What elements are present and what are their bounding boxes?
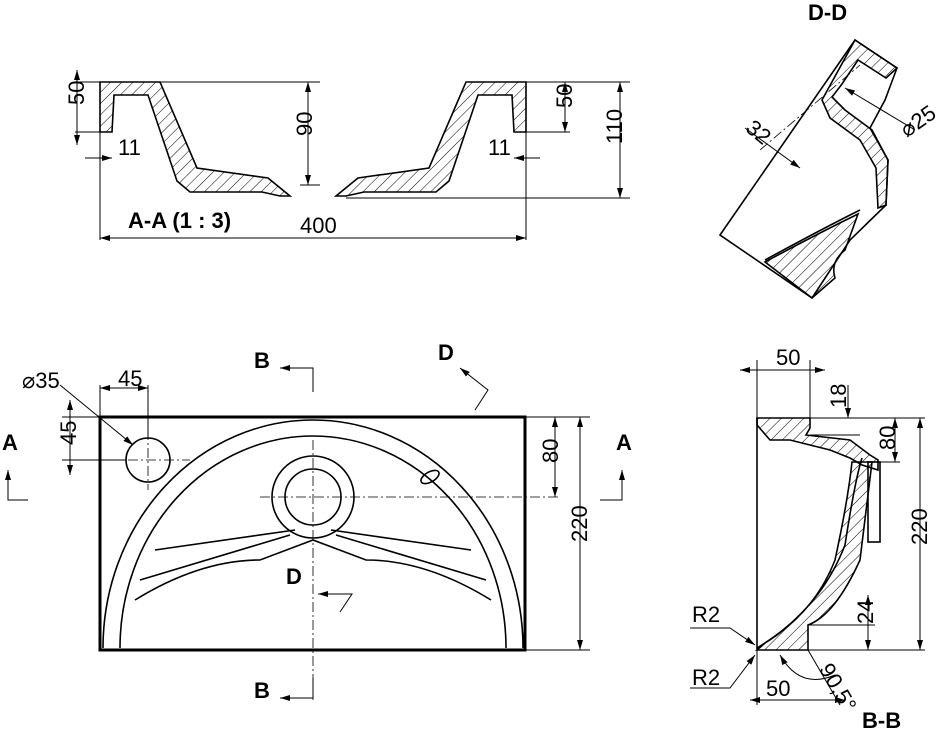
radius-r2-top: R2 bbox=[692, 602, 720, 627]
dim-220: 220 bbox=[567, 505, 592, 542]
section-d-label-mid: D bbox=[286, 564, 302, 589]
dim-diameter-25: ⌀25 bbox=[895, 100, 940, 142]
section-b-label-top: B bbox=[254, 348, 270, 373]
dim-220: 220 bbox=[907, 508, 932, 545]
basin-outline bbox=[98, 415, 527, 652]
section-a-label-left: A bbox=[2, 430, 18, 455]
section-a-label-right: A bbox=[616, 430, 632, 455]
radius-r2-bottom: R2 bbox=[692, 665, 720, 690]
dim-80: 80 bbox=[538, 439, 563, 463]
angle-90-5: 90,5° bbox=[814, 659, 861, 716]
dim-80: 80 bbox=[875, 426, 900, 450]
dim-400: 400 bbox=[300, 213, 337, 238]
section-bb-title: B-B bbox=[862, 708, 901, 730]
dim-90: 90 bbox=[292, 112, 317, 136]
dim-50-top: 50 bbox=[776, 345, 800, 370]
section-d-label-top: D bbox=[438, 340, 454, 365]
dim-50-left: 50 bbox=[64, 81, 89, 105]
dim-50-right: 50 bbox=[552, 84, 577, 108]
section-aa-title: A-A (1 : 3) bbox=[128, 208, 231, 233]
dim-24: 24 bbox=[853, 600, 878, 624]
section-b-label-bottom: B bbox=[254, 678, 270, 703]
plan-view: B B D D A A ⌀35 45 45 80 220 bbox=[2, 340, 632, 703]
section-aa-right-profile bbox=[333, 81, 527, 197]
dim-18: 18 bbox=[826, 384, 851, 408]
dim-45-horizontal: 45 bbox=[118, 366, 142, 391]
section-aa: 50 11 90 11 50 110 400 A-A (1 : 3) bbox=[64, 70, 630, 241]
section-aa-left-profile bbox=[99, 81, 293, 197]
dim-11-left: 11 bbox=[118, 135, 141, 160]
dim-32: 32 bbox=[741, 115, 776, 150]
dim-110: 110 bbox=[602, 109, 627, 144]
section-bb: 50 18 80 220 24 R2 R2 50 90,5° B-B bbox=[690, 345, 932, 730]
section-dd: D-D 32 ⌀25 bbox=[718, 0, 941, 300]
dim-11-right: 11 bbox=[488, 135, 511, 160]
dim-50-bottom: 50 bbox=[766, 676, 790, 701]
dim-diameter-35: ⌀35 bbox=[22, 368, 60, 393]
section-dd-title: D-D bbox=[808, 0, 847, 25]
dim-45-vertical: 45 bbox=[56, 421, 81, 445]
overflow-hole bbox=[420, 469, 440, 485]
